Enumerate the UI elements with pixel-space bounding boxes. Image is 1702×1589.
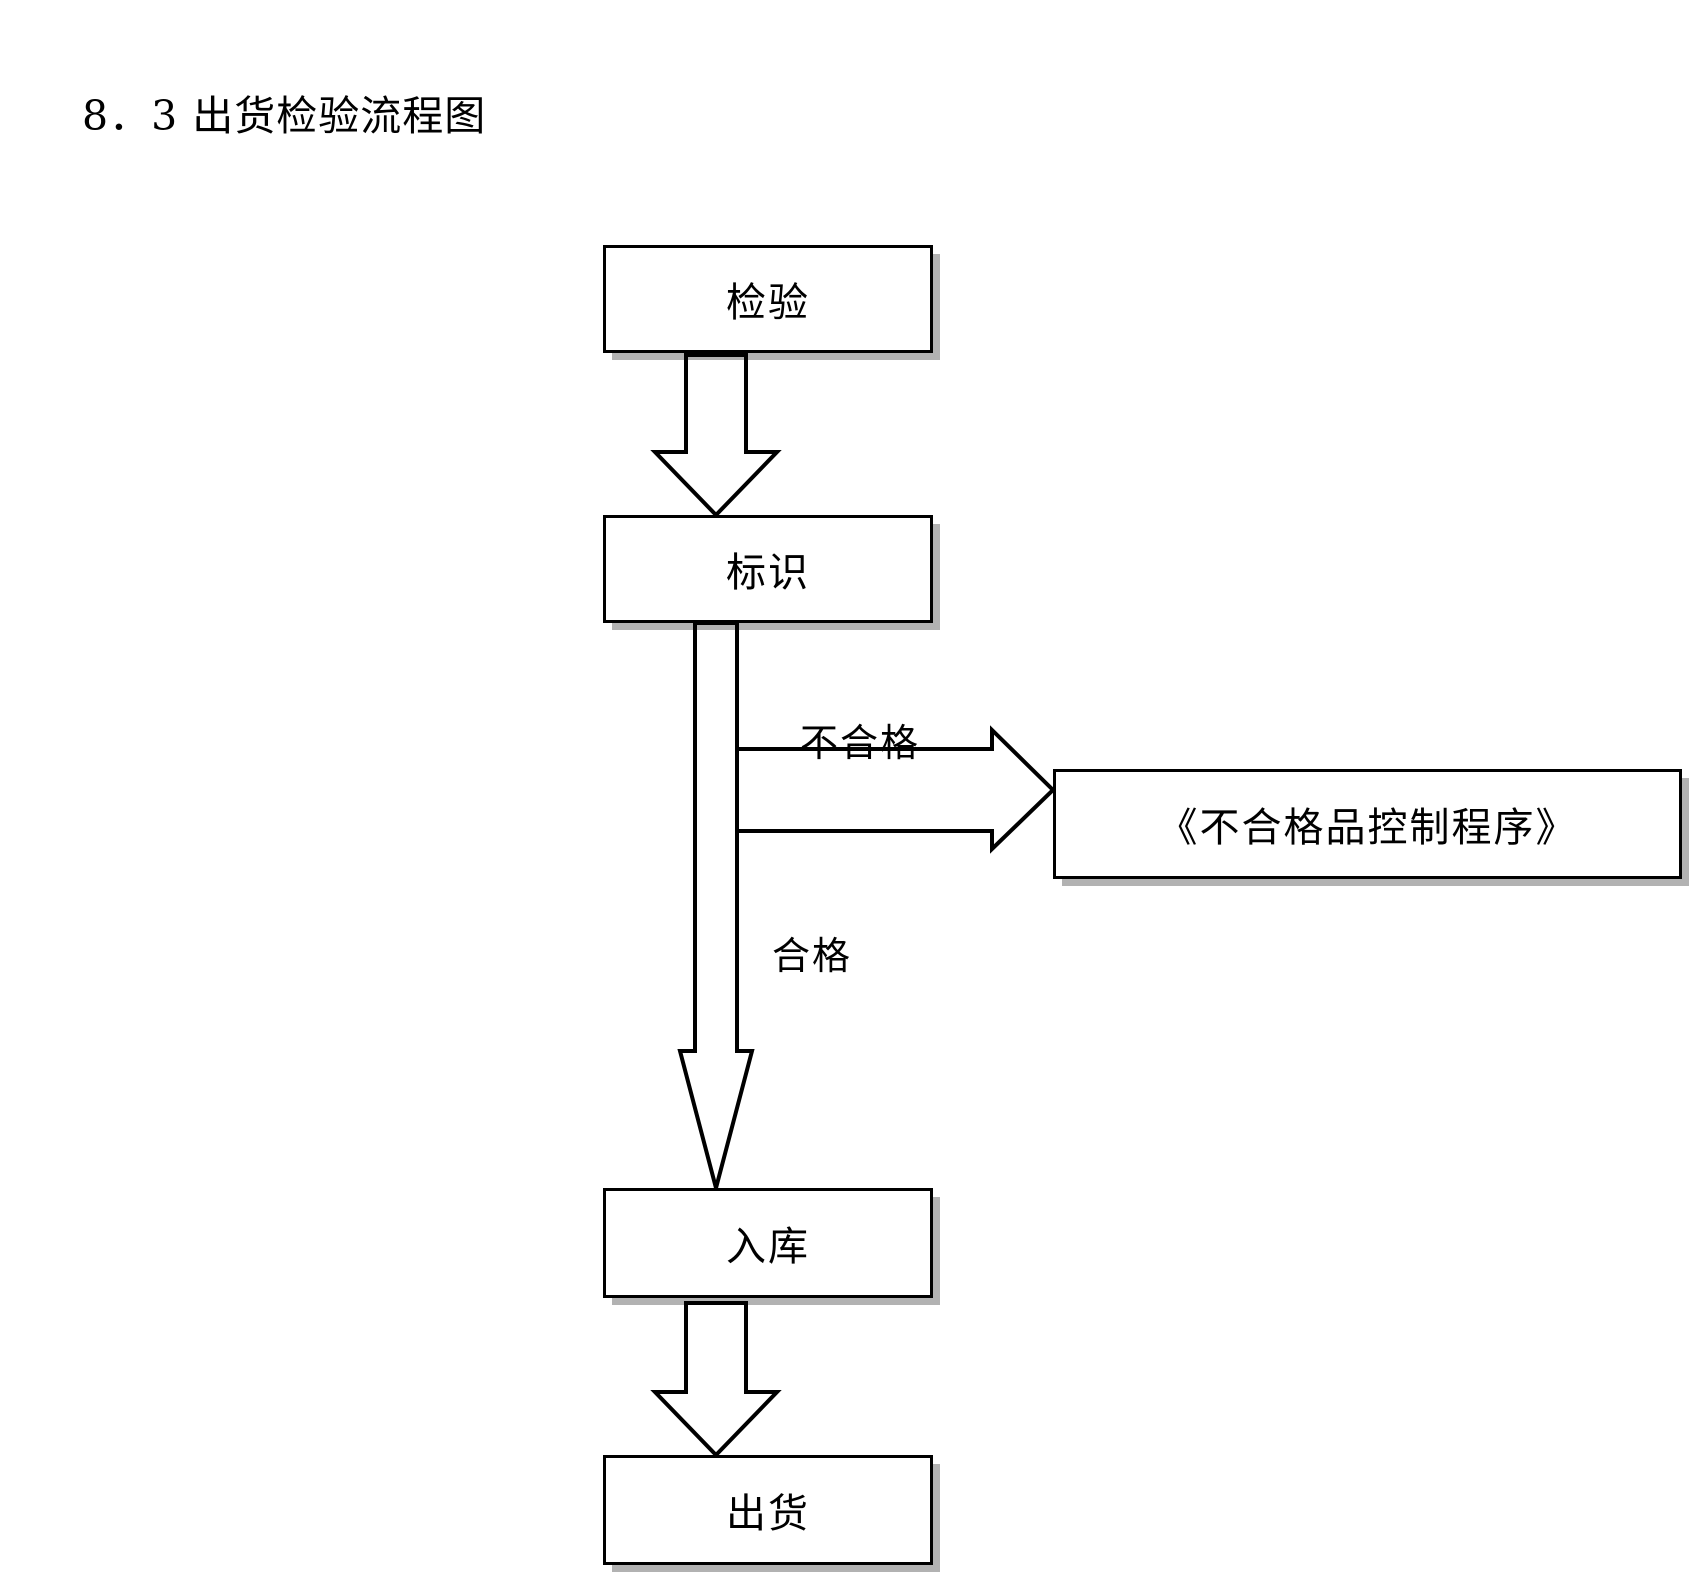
- node-storage: 入库: [603, 1188, 933, 1298]
- edge-label-reject: 不合格: [800, 721, 921, 765]
- arrow-inspect-to-mark: [650, 353, 782, 518]
- node-shipment: 出货: [603, 1455, 933, 1565]
- arrow-storage-to-ship: [650, 1301, 782, 1458]
- edge-label-pass: 合格: [772, 934, 853, 978]
- arrow-mark-to-ncr: [735, 725, 1056, 854]
- node-nonconforming-control-procedure: 《不合格品控制程序》: [1053, 769, 1682, 879]
- page-title: 8．3 出货检验流程图: [82, 92, 487, 140]
- node-mark: 标识: [603, 515, 933, 623]
- arrow-mark-to-storage: [677, 621, 755, 1196]
- node-inspect: 检验: [603, 245, 933, 353]
